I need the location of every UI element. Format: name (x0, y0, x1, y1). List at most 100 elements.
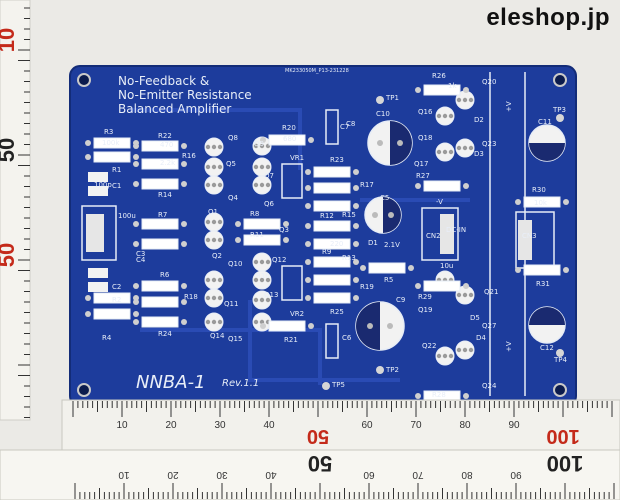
transistor (204, 270, 224, 290)
bottom-ruler-label: 80 (459, 420, 471, 431)
resistor (415, 280, 469, 292)
resistor (305, 220, 359, 232)
resistor (85, 292, 139, 304)
silkscreen-label: Q10 (228, 260, 243, 268)
silkscreen-label: R12 (320, 212, 334, 220)
silkscreen-label: 2.2k (160, 159, 176, 167)
lower-ruler-label: 80 (461, 469, 473, 480)
silkscreen-label: Q8 (228, 134, 238, 142)
silkscreen-label: R21 (284, 336, 298, 344)
resistor (260, 134, 314, 146)
resistor (305, 292, 359, 304)
silkscreen-label: R27 (416, 172, 430, 180)
silkscreen-label: C1 (112, 182, 122, 190)
test-point-tp5 (322, 382, 330, 390)
bottom-ruler-label: 50 (307, 425, 329, 447)
silkscreen-label: R17 (360, 181, 374, 189)
transistor (252, 312, 272, 332)
silkscreen-label: R5 (384, 276, 394, 284)
capacitor-c7 (325, 109, 339, 145)
bottom-ruler-label: 60 (361, 420, 373, 431)
silkscreen-label: R31 (536, 280, 550, 288)
board-serial: MK233050M_P13-231228 (285, 68, 349, 74)
silkscreen-label: D2 (474, 116, 484, 124)
resistor (133, 316, 187, 328)
silkscreen-label: R13 (342, 254, 356, 262)
resistor (133, 280, 187, 292)
silkscreen-label: D4 (476, 334, 486, 342)
transistor (252, 175, 272, 195)
silkscreen-label: D1 (368, 239, 378, 247)
resistor (133, 140, 187, 152)
board-model: NNBA-1 (136, 372, 206, 393)
silkscreen-label: 10u (440, 262, 454, 270)
silkscreen-label: TP1 (386, 94, 399, 102)
silkscreen-label: Q17 (414, 160, 429, 168)
lower-ruler-label: 40 (265, 469, 277, 480)
silkscreen-label: Q24 (482, 382, 497, 390)
transistor (204, 288, 224, 308)
resistor (305, 256, 359, 268)
silkscreen-label: R19 (360, 283, 374, 291)
silkscreen-label: DC-IN (446, 226, 467, 234)
board-title-line-1: No-Feedback & (118, 74, 210, 88)
silkscreen-label: Q23 (482, 140, 497, 148)
silkscreen-label: Q9 (254, 140, 264, 148)
board-title-line-3: Balanced Amplifier (118, 102, 232, 116)
silkscreen-label: Q20 (482, 78, 497, 86)
transistor (204, 137, 224, 157)
resistor (305, 166, 359, 178)
smd-chip (88, 172, 108, 182)
transistor (455, 340, 475, 360)
resistor (133, 218, 187, 230)
silkscreen-label: R28 (432, 391, 446, 399)
lower-ruler-label: 100 (547, 451, 584, 476)
silkscreen-label: C10 (376, 110, 390, 118)
lower-ruler-label: 20 (167, 469, 179, 480)
left-ruler-label-3: 50 (0, 243, 19, 267)
silkscreen-label: C6 (342, 334, 352, 342)
resistor (260, 320, 314, 332)
silkscreen-label: R24 (158, 330, 172, 338)
left-ruler: 10 50 50 (0, 0, 31, 421)
smd-chip (88, 282, 108, 292)
lower-ruler-label: 90 (510, 469, 522, 480)
resistor (235, 218, 289, 230)
board-title: No-Feedback & No-Emitter Resistance Bala… (118, 74, 252, 116)
silkscreen-label: R15 (342, 211, 356, 219)
silkscreen-label: R22 (158, 132, 172, 140)
cn2-connector (421, 207, 459, 261)
mount-hole (553, 73, 567, 87)
silkscreen-label: TP2 (386, 366, 399, 374)
silkscreen-label: Q7 (264, 172, 274, 180)
silkscreen-label: R10 (256, 272, 270, 280)
silkscreen-label: 470 (160, 141, 174, 149)
resistor (235, 234, 289, 246)
silkscreen-label: C8 (346, 120, 356, 128)
resistor (133, 158, 187, 170)
silkscreen-label: C9 (396, 296, 406, 304)
silkscreen-label: Q5 (226, 160, 236, 168)
silkscreen-label: Q15 (228, 335, 243, 343)
silkscreen-label: R2 (112, 296, 122, 304)
brand-logo: eleshop.jp (486, 4, 610, 31)
transistor (455, 138, 475, 158)
bottom-ruler-label: 30 (214, 420, 226, 431)
silkscreen-label: CN2 (426, 232, 441, 240)
silkscreen-label: R6 (160, 271, 170, 279)
resistor (515, 196, 569, 208)
transistor (204, 230, 224, 250)
silkscreen-label: Q11 (224, 300, 239, 308)
silkscreen-label: 680 (283, 135, 297, 143)
transistor (204, 157, 224, 177)
silkscreen-label: R8 (250, 210, 260, 218)
capacitor-c6 (325, 323, 339, 359)
transistor (252, 252, 272, 272)
board-revision: Rev.1.1 (222, 378, 260, 389)
board-title-line-2: No-Emitter Resistance (118, 88, 252, 102)
silkscreen-label: R3 (104, 128, 114, 136)
lower-ruler-label: 60 (363, 469, 375, 480)
silkscreen-label: C7 (340, 123, 350, 131)
